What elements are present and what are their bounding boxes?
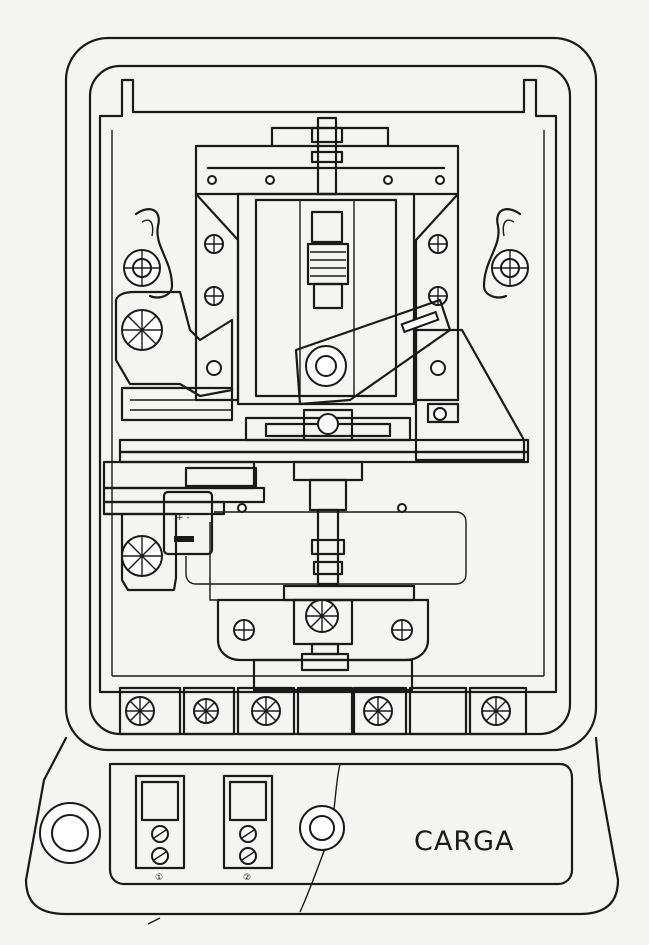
terminal-block-1: [134, 774, 186, 870]
terminal-screw-4: [363, 696, 393, 726]
pen-mark: [147, 917, 161, 925]
terminal-block-2: [222, 774, 274, 870]
plate-sign: + -: [176, 513, 190, 523]
inner-frame: [98, 78, 558, 694]
terminal-screw-2: [193, 698, 219, 724]
left-hook: [123, 208, 174, 299]
upper-spindle: [306, 116, 350, 310]
top-bracket: [194, 126, 460, 196]
wiring: [185, 503, 467, 601]
base-knob-left: [39, 802, 101, 864]
carga-label: CARGA: [414, 826, 514, 857]
base-knob-center: [299, 805, 345, 851]
terminal-block-1-number: ①: [155, 873, 163, 883]
rotor-disc: [118, 408, 530, 464]
terminal-screw-3: [251, 696, 281, 726]
lower-spindle: [282, 460, 416, 602]
terminal-screw-5: [481, 696, 511, 726]
terminal-strip: [118, 658, 528, 736]
terminal-block-2-number: ②: [243, 873, 251, 883]
right-bracket: [414, 328, 526, 462]
terminal-screw-1: [125, 696, 155, 726]
left-magnet: [114, 290, 234, 422]
register-plate: [216, 598, 430, 672]
left-terminal-plate: + -: [102, 490, 214, 592]
right-hook: [482, 208, 529, 299]
lever-arm: [294, 298, 452, 406]
